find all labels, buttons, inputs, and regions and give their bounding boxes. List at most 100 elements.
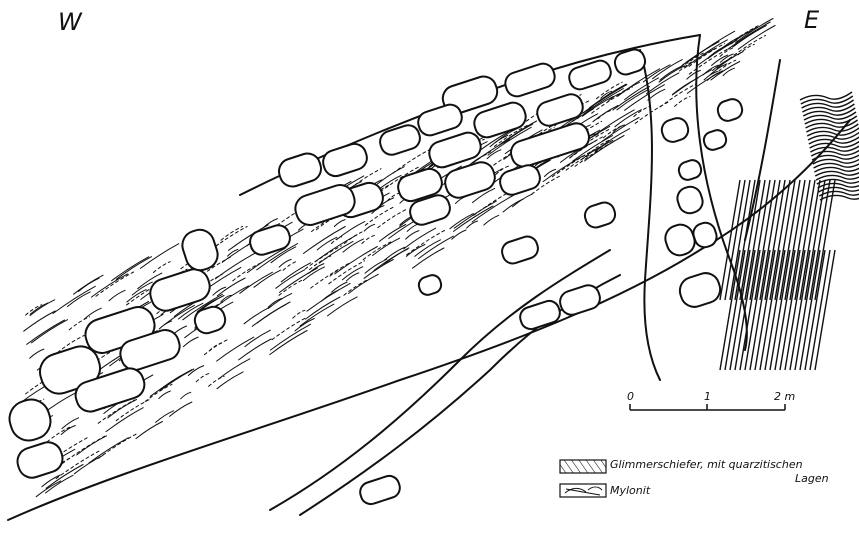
foliation-stroke — [738, 26, 775, 50]
foliation-stroke — [136, 422, 163, 439]
foliation-stroke — [513, 194, 533, 207]
foliation-stroke — [116, 257, 151, 280]
legend-label-mica-schist: Glimmerschiefer, mit quarzitischen — [610, 458, 803, 471]
foliation-stroke — [153, 262, 170, 273]
foliation-stroke — [450, 214, 474, 229]
foliation-stroke — [276, 270, 305, 289]
foliation-stroke — [733, 26, 767, 48]
foliation-stroke — [84, 308, 101, 319]
foliation-stroke — [215, 253, 256, 279]
foliation-stroke — [240, 272, 273, 293]
foliation-stroke — [32, 320, 68, 343]
quartzite-lens — [518, 298, 563, 331]
quartzite-lens — [292, 181, 358, 228]
legend-symbols — [560, 460, 606, 497]
scale-tick-2m: 2 m — [774, 390, 795, 403]
foliation-stroke — [196, 373, 209, 381]
quartzite-lens — [320, 141, 370, 179]
foliation-stroke — [106, 408, 143, 432]
foliation-stroke — [36, 481, 61, 497]
foliation-stroke — [317, 237, 337, 250]
foliation-stroke — [363, 242, 391, 260]
scale-tick-0: 0 — [627, 390, 634, 403]
quartzite-lens — [503, 61, 558, 99]
foliation-stroke — [729, 35, 765, 58]
east-label: E — [804, 6, 819, 34]
quartzite-lens — [192, 304, 228, 336]
foliation-stroke — [349, 274, 379, 293]
foliation-stroke — [305, 246, 341, 269]
foliation-stroke — [140, 244, 178, 269]
foliation-stroke — [181, 392, 191, 399]
foliation-stroke — [112, 257, 149, 281]
vein-east-1 — [640, 50, 660, 380]
scale-tick-1: 1 — [704, 390, 711, 403]
quartzite-lens — [276, 150, 325, 190]
foliation-stroke — [584, 85, 627, 113]
steep-foliation-stroke — [815, 250, 835, 370]
quartzite-lens — [377, 122, 422, 157]
foliation-stroke — [62, 418, 79, 429]
foliation-stroke — [347, 273, 359, 281]
foliation-stroke — [332, 282, 348, 292]
foliation-stroke — [342, 267, 362, 280]
west-label: W — [58, 8, 82, 36]
foliation-stroke — [159, 391, 171, 398]
foliation-stroke — [244, 306, 271, 323]
foliation-stroke — [613, 125, 625, 132]
foliation-stroke — [593, 106, 618, 122]
quartzite-lens — [675, 184, 706, 216]
foliation-stroke — [365, 259, 387, 273]
foliation-stroke — [385, 247, 405, 260]
scale-bar — [630, 404, 785, 410]
foliation-stroke — [270, 331, 307, 355]
foliation-stroke — [328, 297, 358, 316]
foliation-stroke — [91, 274, 127, 297]
foliation-stroke — [280, 268, 318, 292]
foliation-stroke — [736, 19, 773, 43]
foliation-stroke — [281, 263, 311, 282]
quartzite-lens — [715, 97, 744, 123]
foliation-stroke — [30, 349, 44, 358]
foliation-stroke — [26, 305, 42, 315]
foliation-stroke — [362, 235, 375, 243]
foliation-stroke — [675, 97, 690, 107]
quartzite-lens — [662, 221, 698, 258]
legend-swatch-mica-schist — [560, 460, 606, 473]
foliation-stroke — [156, 411, 174, 423]
foliation-stroke — [454, 206, 494, 231]
quartzite-lens — [677, 158, 703, 182]
foliation-stroke — [334, 220, 345, 227]
foliation-stroke — [279, 259, 291, 267]
foliation-stroke — [583, 96, 614, 116]
foliation-stroke — [268, 293, 292, 308]
foliation-stroke — [270, 324, 310, 350]
foliation-stroke — [689, 44, 724, 67]
quartzite-lens — [417, 273, 443, 297]
foliation-stroke — [484, 215, 499, 225]
foliation-stroke — [337, 222, 365, 240]
foliation-stroke — [364, 260, 393, 279]
foliation-stroke — [738, 44, 754, 54]
foliation-stroke — [598, 111, 611, 119]
quartzite-lens — [499, 234, 540, 266]
quartzite-lens — [5, 395, 55, 445]
foliation-stroke — [218, 359, 250, 379]
crenulation-stroke — [800, 92, 852, 100]
foliation-stroke — [170, 402, 192, 416]
foliation-stroke — [221, 226, 243, 240]
foliation-stroke — [279, 279, 304, 295]
foliation-stroke — [204, 339, 229, 355]
foliation-stroke — [380, 225, 406, 242]
foliation-stroke — [109, 290, 125, 300]
quartzite-lens — [582, 200, 617, 230]
foliation-stroke — [47, 427, 70, 442]
foliation-stroke — [406, 231, 419, 240]
quartzite-lens — [358, 473, 403, 506]
foliation-stroke — [387, 193, 399, 201]
foliation-stroke — [77, 436, 107, 455]
foliation-stroke — [68, 292, 91, 307]
foliation-stroke — [295, 319, 314, 331]
quartzite-lens — [659, 116, 691, 145]
foliation-stroke — [419, 236, 454, 258]
